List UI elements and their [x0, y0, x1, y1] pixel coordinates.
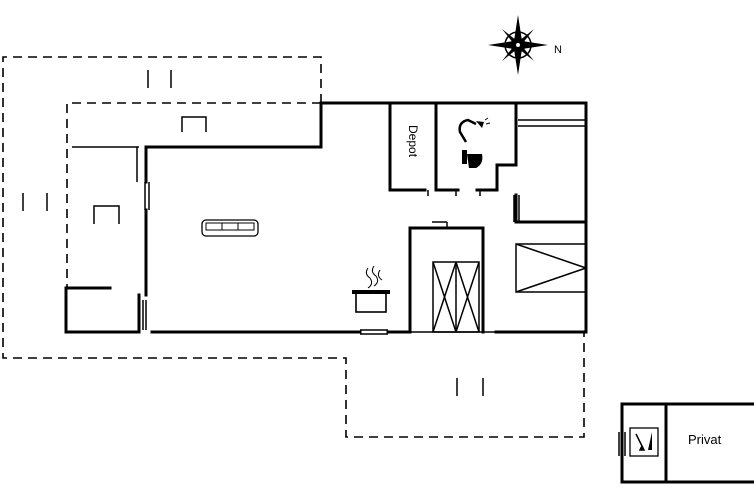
terrace-outline	[2, 56, 585, 438]
bed-double	[515, 243, 587, 293]
bed-bunk	[432, 261, 480, 333]
annex-label: Privat	[688, 432, 722, 447]
shower-icon	[458, 117, 491, 143]
bottles-icon	[629, 427, 659, 457]
north-label: N	[554, 44, 562, 56]
openings	[142, 119, 586, 335]
terrace-inner-line	[66, 102, 321, 288]
cooking-pot-icon	[352, 265, 390, 313]
toilet-icon	[462, 150, 483, 168]
house-walls	[64, 101, 588, 334]
terrace-markers	[22, 70, 484, 396]
annex-building	[618, 402, 754, 484]
sofa-icon	[201, 219, 259, 237]
compass-rose-icon	[488, 15, 548, 75]
depot-label: Depot	[406, 125, 420, 158]
